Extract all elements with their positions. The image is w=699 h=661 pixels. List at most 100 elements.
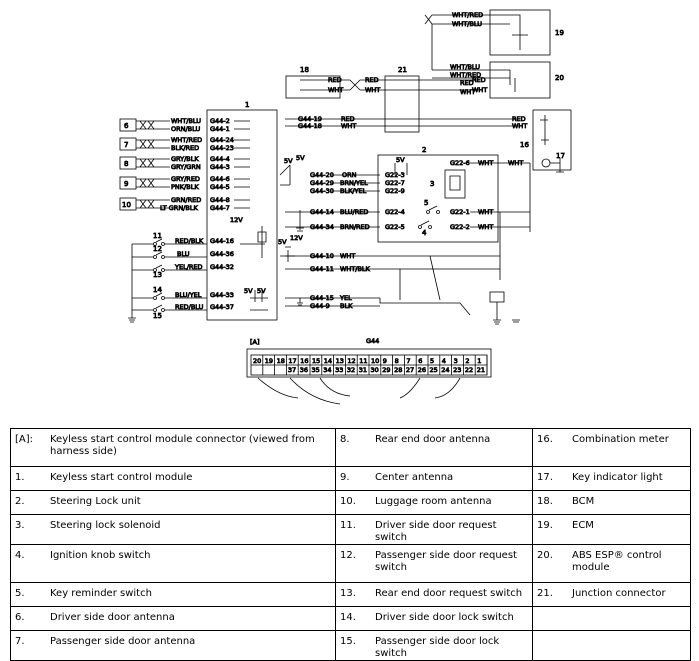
svg-text:ORN/BLU: ORN/BLU bbox=[171, 125, 200, 133]
legend-value: Rear end door antenna bbox=[375, 434, 491, 445]
legend-value: Key indicator light bbox=[572, 472, 663, 483]
legend-key: 12. bbox=[340, 550, 356, 561]
legend-key: 19. bbox=[537, 520, 553, 531]
connector-pin-label: 13 bbox=[336, 357, 344, 365]
svg-text:WHT: WHT bbox=[472, 86, 487, 94]
svg-text:BLU/RED: BLU/RED bbox=[340, 208, 368, 216]
legend-value: Center antenna bbox=[375, 472, 454, 483]
svg-text:BLK/RED: BLK/RED bbox=[171, 144, 199, 152]
legend-cell: 6.Driver side door antenna bbox=[10, 606, 336, 631]
legend-key: 8. bbox=[340, 434, 350, 445]
component-label-21: 21 bbox=[398, 66, 407, 74]
svg-text:WHT/BLU: WHT/BLU bbox=[452, 20, 482, 28]
legend-key: 17. bbox=[537, 472, 553, 483]
svg-text:G44-29: G44-29 bbox=[310, 179, 334, 187]
legend-value: Driver side door request switch bbox=[375, 520, 497, 543]
legend-value: Ignition knob switch bbox=[50, 550, 151, 561]
legend-value: Key reminder switch bbox=[50, 588, 152, 599]
connector-pin-label: 24 bbox=[441, 366, 449, 374]
connector-label: [A] bbox=[250, 338, 260, 346]
svg-text:G44-30: G44-30 bbox=[310, 187, 334, 195]
svg-text:G44-18: G44-18 bbox=[298, 122, 322, 130]
legend-key: 3. bbox=[15, 520, 25, 531]
svg-text:G44-19: G44-19 bbox=[298, 115, 322, 123]
svg-text:G44-11: G44-11 bbox=[310, 265, 334, 273]
svg-text:G44-10: G44-10 bbox=[310, 252, 334, 260]
meter-wires: RED WHT bbox=[340, 115, 549, 145]
svg-text:BLK: BLK bbox=[340, 302, 353, 310]
antenna-9: 9 bbox=[119, 176, 137, 190]
connector-pin-label: 29 bbox=[382, 366, 390, 374]
svg-text:WHT: WHT bbox=[478, 159, 493, 167]
svg-text:GRY/BLK: GRY/BLK bbox=[171, 155, 199, 163]
svg-text:G22-9: G22-9 bbox=[385, 187, 405, 195]
svg-text:YEL/RED: YEL/RED bbox=[174, 263, 203, 271]
connector-pin-label: 32 bbox=[347, 366, 355, 374]
svg-text:5V: 5V bbox=[278, 238, 287, 246]
steering-lock-pins: G22-3 G22-7 G22-9 G22-4 G22-5 G22-6 G22-… bbox=[385, 159, 524, 232]
connector-pin-label: 6 bbox=[418, 357, 422, 365]
legend-row: [A]:Keyless start control module connect… bbox=[10, 428, 691, 467]
legend-value: Junction connector bbox=[572, 588, 666, 599]
junction-wires: RED WHT RED WHT bbox=[300, 76, 488, 94]
connector-pin-label: 12 bbox=[347, 357, 355, 365]
abs-wires: WHT/BLU WHT/RED RED WHT bbox=[432, 63, 516, 96]
svg-text:BLK/YEL: BLK/YEL bbox=[340, 187, 367, 195]
svg-text:WHT: WHT bbox=[340, 252, 355, 260]
svg-text:G22-1: G22-1 bbox=[450, 208, 470, 216]
svg-text:G44-6: G44-6 bbox=[210, 175, 230, 183]
legend-cell: 2.Steering Lock unit bbox=[10, 490, 336, 515]
svg-text:G44-36: G44-36 bbox=[210, 250, 234, 258]
svg-text:G44-15: G44-15 bbox=[310, 294, 334, 302]
svg-text:G44-1: G44-1 bbox=[210, 125, 230, 133]
svg-text:WHT: WHT bbox=[365, 86, 380, 94]
svg-text:WHT/RED: WHT/RED bbox=[171, 136, 202, 144]
keyless-start-module-box bbox=[206, 109, 278, 321]
legend-cell: 12.Passenger side door request switch bbox=[335, 544, 533, 583]
legend-key: [A]: bbox=[15, 434, 34, 445]
legend-key: 9. bbox=[340, 472, 350, 483]
svg-text:9: 9 bbox=[124, 180, 128, 188]
steering-lock-unit-box bbox=[377, 154, 499, 243]
component-label-18: 18 bbox=[300, 66, 309, 74]
svg-text:11: 11 bbox=[153, 232, 162, 240]
connector-pin-label: 16 bbox=[300, 357, 308, 365]
svg-text:15: 15 bbox=[153, 312, 162, 320]
svg-text:5V: 5V bbox=[244, 287, 253, 295]
legend-key: 11. bbox=[340, 520, 356, 531]
svg-text:G44-4: G44-4 bbox=[210, 155, 230, 163]
svg-text:WHT: WHT bbox=[508, 159, 523, 167]
legend-cell: 17. Key indicator light bbox=[532, 466, 691, 491]
legend-cell: [A]:Keyless start control module connect… bbox=[10, 428, 336, 467]
connector-pin-label: 31 bbox=[359, 366, 367, 374]
legend-value: Passenger side door antenna bbox=[50, 636, 196, 647]
svg-text:5V: 5V bbox=[296, 154, 305, 162]
svg-text:G44-2: G44-2 bbox=[210, 117, 230, 125]
legend-value: BCM bbox=[572, 496, 595, 507]
antenna-wires bbox=[136, 120, 250, 209]
legend-key: 16. bbox=[537, 434, 553, 445]
combination-meter-box bbox=[532, 109, 572, 171]
connector-pin-label: 37 bbox=[288, 366, 296, 374]
svg-text:BLU: BLU bbox=[177, 250, 190, 258]
legend-row: 1.Keyless start control module 9. Center a… bbox=[10, 466, 691, 491]
svg-text:G44-32: G44-32 bbox=[210, 263, 234, 271]
svg-text:6: 6 bbox=[124, 122, 129, 130]
svg-text:G22-3: G22-3 bbox=[385, 171, 405, 179]
svg-text:G44-23: G44-23 bbox=[210, 144, 234, 152]
legend-value: Rear end door request switch bbox=[375, 588, 523, 599]
legend-key: 20. bbox=[537, 550, 553, 561]
component-label-16: 16 bbox=[520, 141, 529, 149]
legend-cell: 1.Keyless start control module bbox=[10, 466, 336, 491]
connector-pin-label: 18 bbox=[277, 357, 285, 365]
svg-text:G22-6: G22-6 bbox=[450, 159, 470, 167]
connector-pin-label: 26 bbox=[418, 366, 426, 374]
legend-cell: 7.Passenger side door antenna bbox=[10, 630, 336, 661]
legend-cell: 18.BCM bbox=[532, 490, 691, 515]
antenna-6: 6 bbox=[119, 118, 137, 132]
svg-text:GRY/RED: GRY/RED bbox=[171, 175, 200, 183]
